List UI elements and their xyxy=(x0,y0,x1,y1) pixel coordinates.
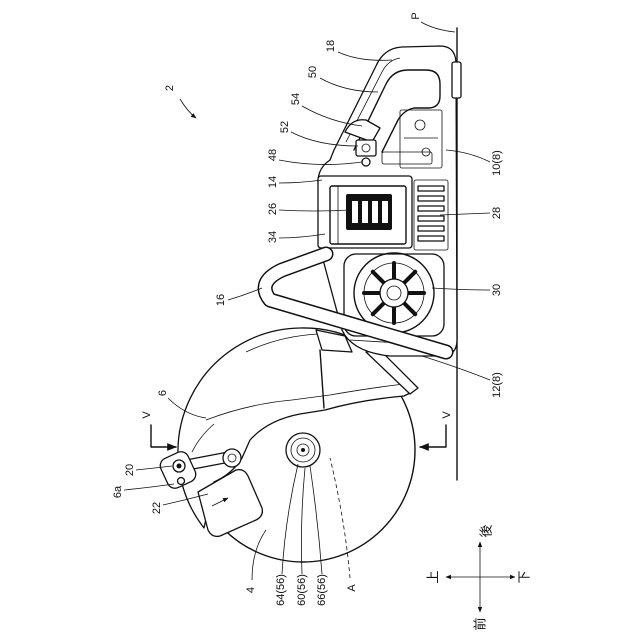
leader-66-56 xyxy=(310,466,322,574)
controller-fin-6 xyxy=(418,236,444,241)
blade-hub xyxy=(286,433,320,467)
housing-rear-tab xyxy=(452,62,461,98)
leader-16 xyxy=(228,288,262,300)
direction-label-front: 前 xyxy=(473,617,489,630)
controller-fin-2 xyxy=(418,196,444,201)
ref-label-12-8: 12(8) xyxy=(491,372,503,398)
ref-label-A: A xyxy=(346,584,358,592)
leader-26 xyxy=(279,210,350,211)
direction-label-rear: 後 xyxy=(480,524,495,537)
controller-fin-1 xyxy=(418,186,444,191)
direction-label-down: 下 xyxy=(518,570,533,583)
motor-rotor xyxy=(380,279,408,307)
ref-label-6a: 6a xyxy=(112,485,124,498)
ref-label-52: 52 xyxy=(279,121,291,133)
hub-spindle xyxy=(301,448,305,452)
ref-label-20: 20 xyxy=(124,464,136,476)
switch-pin xyxy=(362,158,370,166)
ref-label-34: 34 xyxy=(267,231,279,243)
leader-64-56 xyxy=(282,464,298,574)
ref-label-P: P xyxy=(410,12,422,19)
ref-label-28: 28 xyxy=(491,207,503,219)
ref-label-14: 14 xyxy=(267,176,279,188)
ref-label-6: 6 xyxy=(157,390,169,396)
ref-label-2: 2 xyxy=(164,85,176,91)
ref-label-30: 30 xyxy=(491,284,503,296)
ref-label-66-56: 66(56) xyxy=(316,574,328,606)
lever-knob-bolt-center xyxy=(177,464,182,469)
connector-slot-3 xyxy=(372,201,378,223)
section-arrow-bottom xyxy=(420,425,446,447)
leader-14 xyxy=(279,180,322,183)
section-arrow-top xyxy=(151,425,176,447)
controller-fin-4 xyxy=(418,216,444,221)
controller-fin-3 xyxy=(418,206,444,211)
leader-60-56 xyxy=(301,468,305,574)
ref-label-22: 22 xyxy=(151,502,163,514)
lever-knob-pin xyxy=(178,478,185,485)
battery-assembly xyxy=(318,176,412,248)
leader-P xyxy=(421,22,455,32)
section-label-top: V xyxy=(141,411,153,419)
ref-label-10-8: 10(8) xyxy=(491,150,503,176)
connector-slot-4 xyxy=(382,201,388,223)
ref-label-4: 4 xyxy=(245,587,257,593)
leader-A xyxy=(330,458,350,578)
ref-label-64-56: 64(56) xyxy=(275,574,287,606)
ref-label-48: 48 xyxy=(267,149,279,161)
ref-label-50: 50 xyxy=(307,66,319,78)
ref-label-16: 16 xyxy=(215,294,227,306)
leader-2 xyxy=(180,99,196,118)
lever-pivot xyxy=(223,449,241,467)
direction-indicator: 上 下 後 前 xyxy=(427,524,533,630)
ref-label-18: 18 xyxy=(325,40,337,52)
connector-slot-2 xyxy=(362,201,368,223)
direction-label-up: 上 xyxy=(427,570,442,583)
switch-body xyxy=(356,140,376,156)
connector-slot-1 xyxy=(352,201,358,223)
ref-label-60-56: 60(56) xyxy=(296,574,308,606)
leader-6a xyxy=(124,484,174,490)
controller-fin-5 xyxy=(418,226,444,231)
section-label-bottom: V xyxy=(441,411,453,419)
ref-label-54: 54 xyxy=(290,93,302,105)
ref-label-26: 26 xyxy=(267,203,279,215)
leader-12-8 xyxy=(422,356,490,380)
